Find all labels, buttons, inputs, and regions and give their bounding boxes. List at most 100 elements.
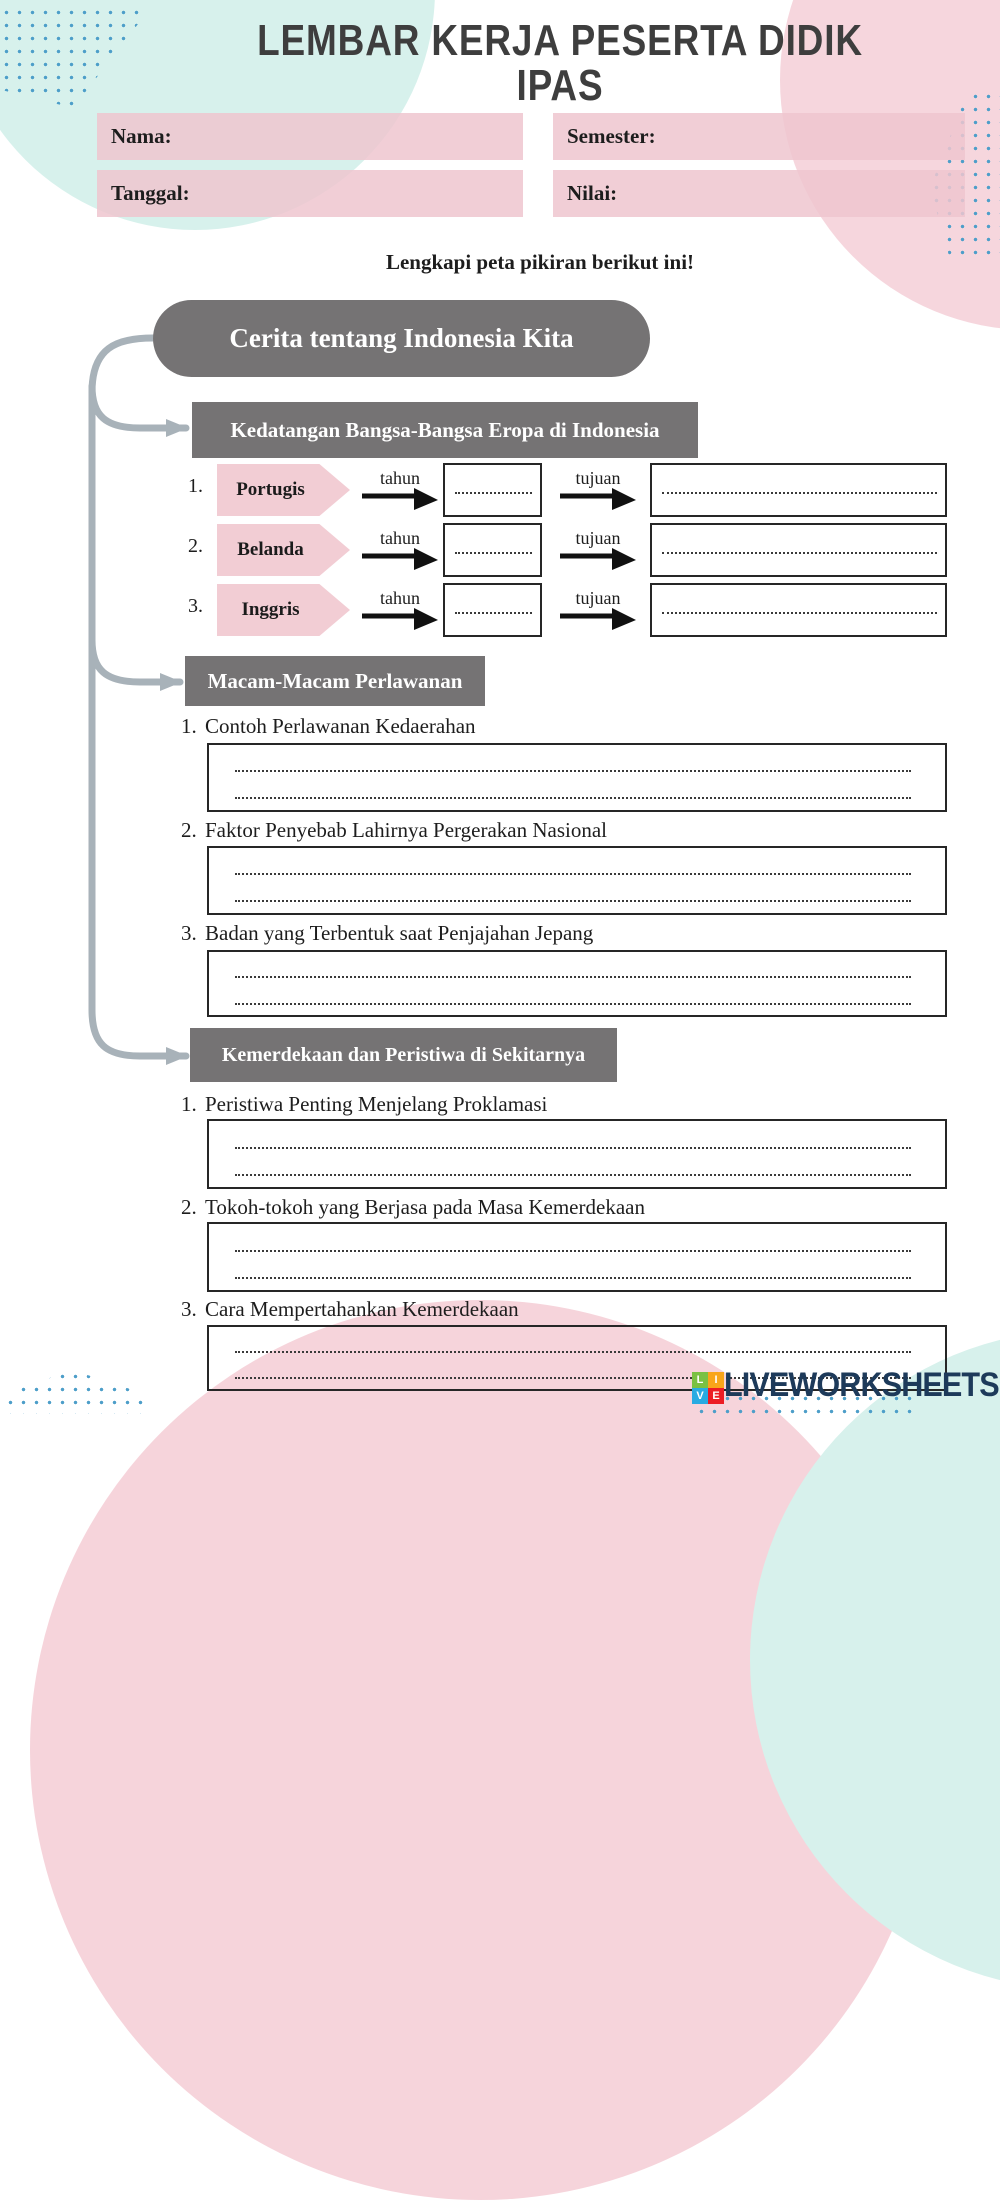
answer-dotted-line (235, 873, 911, 875)
section-header-kedatangan: Kedatangan Bangsa-Bangsa Eropa di Indone… (192, 402, 698, 458)
tahun-answer-field[interactable] (443, 583, 542, 637)
list-item: 2. Tokoh-tokoh yang Berjasa pada Masa Ke… (181, 1195, 961, 1220)
right-arrow-icon (362, 488, 438, 510)
dot-pattern-bottom-right (695, 1392, 920, 1414)
mindmap-root-node: Cerita tentang Indonesia Kita (153, 300, 650, 377)
tujuan-label-group: tujuan (558, 469, 638, 516)
answer-dotted-line (235, 1147, 911, 1149)
semester-label: Semester: (567, 124, 656, 148)
answer-dotted-line (235, 1277, 911, 1279)
item-number: 3. (181, 921, 197, 945)
logo-tile-v: V (692, 1388, 708, 1404)
logo-tile-e: E (708, 1388, 724, 1404)
country-tag-portugis: Portugis (217, 464, 350, 516)
nilai-field[interactable]: Nilai: (553, 170, 965, 217)
answer-box-kemerdekaan-3[interactable] (207, 1325, 947, 1391)
nilai-label: Nilai: (567, 181, 618, 205)
answer-dotted-line (235, 770, 911, 772)
country-row-portugis: 1. Portugis tahun tujuan (0, 463, 1000, 517)
tahun-label-group: tahun (360, 469, 440, 516)
tahun-answer-field[interactable] (443, 463, 542, 517)
country-label: Portugis (236, 479, 305, 500)
tujuan-label: tujuan (575, 528, 621, 548)
nama-label: Nama: (111, 124, 172, 148)
nama-field[interactable]: Nama: (97, 113, 523, 160)
list-item: 3. Cara Mempertahankan Kemerdekaan (181, 1297, 961, 1322)
right-arrow-icon (362, 608, 438, 630)
right-arrow-icon (362, 548, 438, 570)
right-arrow-icon (560, 548, 636, 570)
page-title-line2: IPAS (516, 61, 604, 110)
item-text: Tokoh-tokoh yang Berjasa pada Masa Kemer… (205, 1195, 645, 1219)
answer-dotted-line (235, 1250, 911, 1252)
list-item: 3. Badan yang Terbentuk saat Penjajahan … (181, 921, 961, 946)
tanggal-label: Tanggal: (111, 181, 190, 205)
instruction-text: Lengkapi peta pikiran berikut ini! (385, 250, 695, 274)
answer-dotted-line (455, 612, 532, 614)
right-arrow-icon (560, 488, 636, 510)
section-header-kemerdekaan-label: Kemerdekaan dan Peristiwa di Sekitarnya (221, 1043, 586, 1066)
mindmap-root-label: Cerita tentang Indonesia Kita (229, 323, 574, 353)
dot-pattern-bottom-left (4, 1370, 146, 1414)
right-arrow-icon (560, 608, 636, 630)
item-number: 1. (181, 714, 197, 738)
liveworksheets-logo-icon: L I V E (692, 1372, 724, 1404)
tahun-answer-field[interactable] (443, 523, 542, 577)
item-number: 2. (181, 818, 197, 842)
section-header-perlawanan: Macam-Macam Perlawanan (185, 656, 485, 706)
tujuan-label-group: tujuan (558, 589, 638, 636)
answer-box-perlawanan-3[interactable] (207, 950, 947, 1017)
tujuan-answer-field[interactable] (650, 583, 947, 637)
answer-box-perlawanan-2[interactable] (207, 846, 947, 915)
answer-dotted-line (455, 492, 532, 494)
answer-dotted-line (662, 612, 937, 614)
item-text: Contoh Perlawanan Kedaerahan (205, 714, 476, 738)
logo-tile-l: L (692, 1372, 708, 1388)
item-number: 2. (181, 1195, 197, 1219)
answer-box-kemerdekaan-1[interactable] (207, 1119, 947, 1189)
country-row-inggris: 3. Inggris tahun tujuan (0, 583, 1000, 637)
page-title-line1: LEMBAR KERJA PESERTA DIDIK (257, 16, 863, 65)
section-header-perlawanan-label: Macam-Macam Perlawanan (207, 668, 463, 693)
row-number: 3. (188, 595, 203, 617)
semester-field[interactable]: Semester: (553, 113, 965, 160)
tujuan-label: tujuan (575, 588, 621, 608)
country-tag-inggris: Inggris (217, 584, 350, 636)
answer-dotted-line (235, 900, 911, 902)
tanggal-field[interactable]: Tanggal: (97, 170, 523, 217)
answer-dotted-line (662, 552, 937, 554)
country-row-belanda: 2. Belanda tahun tujuan (0, 523, 1000, 577)
tujuan-answer-field[interactable] (650, 523, 947, 577)
list-item: 2. Faktor Penyebab Lahirnya Pergerakan N… (181, 818, 961, 843)
item-text: Cara Mempertahankan Kemerdekaan (205, 1297, 519, 1321)
logo-tile-i: I (708, 1372, 724, 1388)
answer-dotted-line (235, 1003, 911, 1005)
liveworksheets-wordmark: LIVEWORKSHEETS (724, 1366, 1000, 1404)
answer-box-perlawanan-1[interactable] (207, 743, 947, 812)
item-number: 3. (181, 1297, 197, 1321)
section-header-kedatangan-label: Kedatangan Bangsa-Bangsa Eropa di Indone… (230, 417, 660, 442)
section-header-kemerdekaan: Kemerdekaan dan Peristiwa di Sekitarnya (190, 1028, 617, 1082)
country-label: Belanda (237, 539, 304, 560)
list-item: 1. Contoh Perlawanan Kedaerahan (181, 714, 961, 739)
country-label: Inggris (241, 599, 300, 620)
country-tag-belanda: Belanda (217, 524, 350, 576)
item-number: 1. (181, 1092, 197, 1116)
tujuan-label: tujuan (575, 468, 621, 488)
answer-box-kemerdekaan-2[interactable] (207, 1222, 947, 1292)
tujuan-answer-field[interactable] (650, 463, 947, 517)
item-text: Peristiwa Penting Menjelang Proklamasi (205, 1092, 548, 1116)
answer-dotted-line (235, 1174, 911, 1176)
tahun-label: tahun (380, 468, 420, 488)
answer-dotted-line (235, 797, 911, 799)
tahun-label-group: tahun (360, 529, 440, 576)
tujuan-label-group: tujuan (558, 529, 638, 576)
item-text: Badan yang Terbentuk saat Penjajahan Jep… (205, 921, 594, 945)
tahun-label: tahun (380, 528, 420, 548)
page-title: LEMBAR KERJA PESERTA DIDIK IPAS (190, 18, 929, 108)
answer-dotted-line (235, 1377, 911, 1379)
tahun-label-group: tahun (360, 589, 440, 636)
row-number: 1. (188, 475, 203, 497)
row-number: 2. (188, 535, 203, 557)
